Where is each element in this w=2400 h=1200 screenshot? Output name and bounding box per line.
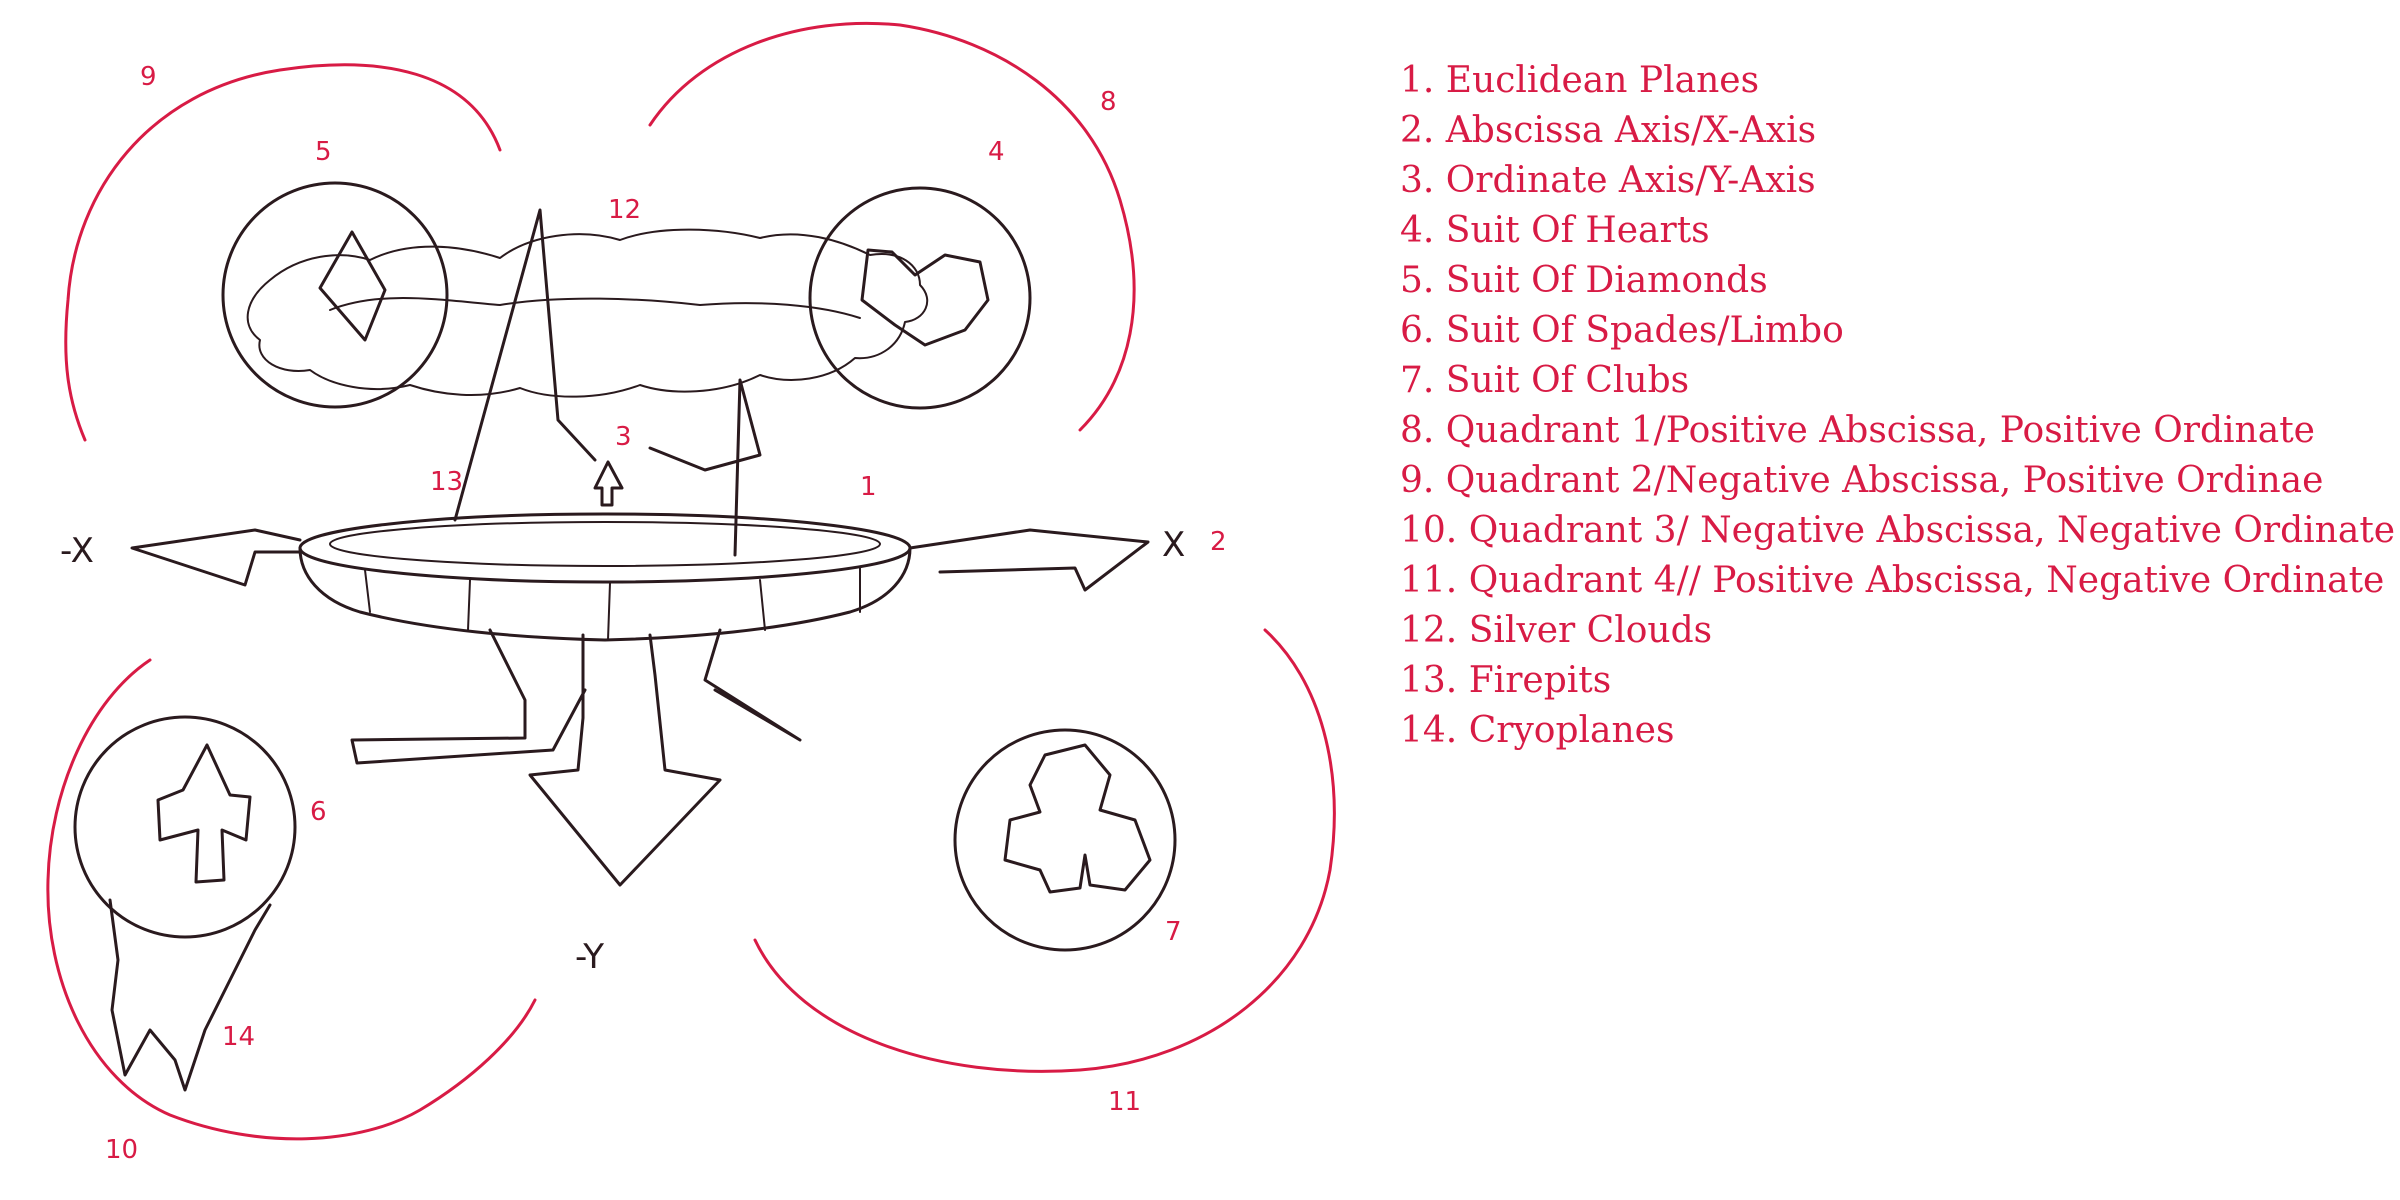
legend-item: 12. Silver Clouds (1400, 610, 1713, 651)
neg-y-label: -Y (575, 937, 604, 977)
marker-9: 9 (140, 62, 157, 92)
marker-14: 14 (222, 1022, 255, 1052)
legend-item: 8. Quadrant 1/Positive Abscissa, Positiv… (1400, 410, 2315, 451)
legend-item: 11. Quadrant 4// Positive Abscissa, Nega… (1400, 560, 2385, 601)
cosmology-diagram: -X X -Y 1 2 3 4 5 6 7 8 9 10 11 12 13 14 (46, 21, 1336, 1165)
marker-13: 13 (430, 467, 463, 497)
quadrant-1-arc (648, 21, 1136, 432)
neg-x-label: -X (60, 531, 94, 571)
legend-item: 9. Quadrant 2/Negative Abscissa, Positiv… (1400, 460, 2324, 501)
spade-icon (156, 743, 252, 884)
quadrant-3-arc (46, 658, 537, 1141)
legend-item: 10. Quadrant 3/ Negative Abscissa, Negat… (1400, 510, 2396, 551)
lower-left-leg (350, 628, 587, 765)
legend-item: 13. Firepits (1400, 660, 1612, 701)
firepit-spike-left (453, 208, 597, 522)
euclidean-plane-rim (298, 546, 912, 642)
euclidean-plane-top (298, 512, 912, 584)
firepit-spike-right (648, 378, 762, 557)
diamonds-circle (221, 181, 449, 409)
clubs-circle (953, 728, 1177, 952)
marker-3: 3 (615, 422, 632, 452)
ordinate-up-arrow (593, 460, 624, 507)
legend-item: 4. Suit Of Hearts (1400, 210, 1710, 251)
lower-right-leg (703, 628, 802, 742)
marker-6: 6 (310, 797, 327, 827)
legend-list: 1. Euclidean Planes 2. Abscissa Axis/X-A… (1400, 56, 2395, 756)
marker-11: 11 (1108, 1087, 1141, 1117)
marker-4: 4 (988, 137, 1005, 167)
marker-10: 10 (105, 1135, 138, 1165)
club-icon (1003, 743, 1152, 894)
legend-item: 14. Cryoplanes (1400, 710, 1675, 751)
marker-5: 5 (315, 137, 332, 167)
marker-7: 7 (1165, 917, 1182, 947)
silver-clouds (246, 228, 929, 398)
silver-clouds-inner (329, 297, 861, 319)
cryoplanes (108, 898, 272, 1092)
marker-8: 8 (1100, 87, 1117, 117)
quadrant-2-arc (64, 63, 502, 442)
neg-x-arrow (130, 528, 302, 587)
pos-x-arrow (908, 528, 1150, 592)
legend-item: 1. Euclidean Planes (1400, 60, 1760, 101)
euclidean-plane-segments (364, 567, 861, 641)
euclidean-plane-inner (329, 521, 881, 567)
neg-y-arrow (528, 633, 722, 887)
legend-item: 3. Ordinate Axis/Y-Axis (1400, 160, 1816, 201)
legend-item: 7. Suit Of Clubs (1400, 360, 1690, 401)
quadrant-4-arc (753, 628, 1336, 1073)
legend-item: 6. Suit Of Spades/Limbo (1400, 310, 1844, 351)
legend-item: 2. Abscissa Axis/X-Axis (1400, 110, 1817, 151)
marker-12: 12 (608, 195, 641, 225)
spades-circle (73, 715, 297, 939)
marker-1: 1 (860, 472, 877, 502)
marker-2: 2 (1210, 527, 1227, 557)
pos-x-label: X (1162, 525, 1185, 565)
legend-item: 5. Suit Of Diamonds (1400, 260, 1768, 301)
hearts-circle (808, 186, 1032, 410)
diamond-icon (318, 230, 387, 342)
heart-icon (860, 248, 990, 347)
